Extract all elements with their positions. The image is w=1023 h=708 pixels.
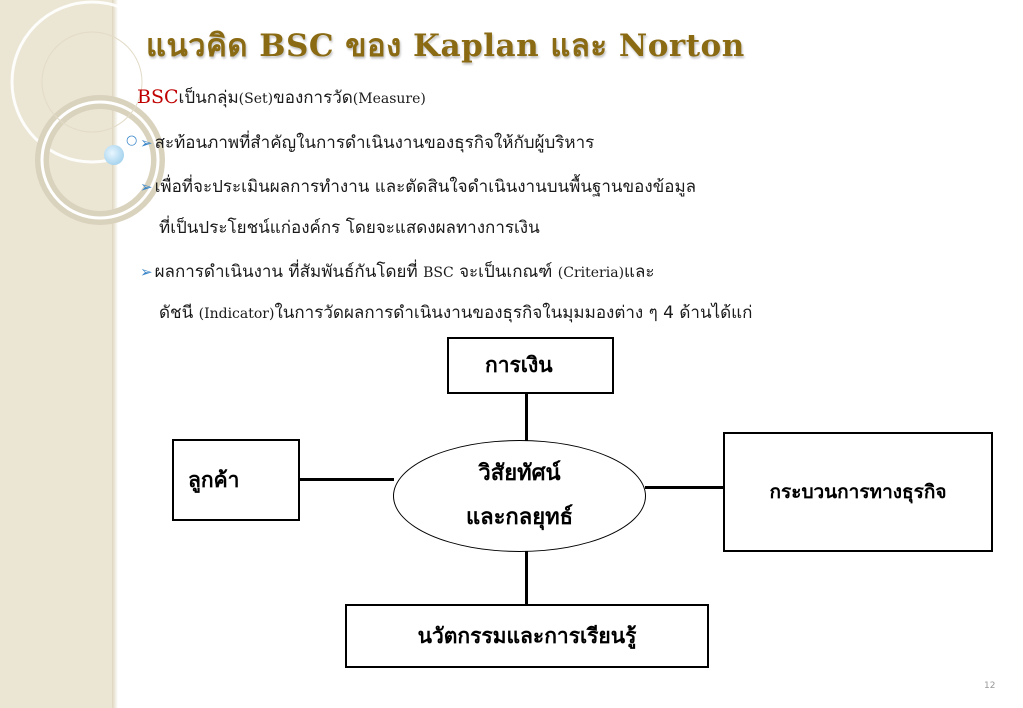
center-line-2: และกลยุทธ์ [465,505,574,530]
subtitle-set: (Set) [238,91,274,107]
subtitle-part2: ของการวัด [273,88,353,108]
center-line-1: วิสัยทัศน์ [478,461,561,486]
decorative-rings [10,0,174,225]
subtitle-part1: เป็นกลุ่ม [178,88,239,108]
blue-dot-icon [104,145,124,165]
subtitle: BSCเป็นกลุ่ม(Set)ของการวัด(Measure) [137,84,426,111]
connector-top [525,394,528,441]
bullet-2-line1: เพื่อที่จะประเมินผลการทำงาน และตัดสินใจด… [154,177,697,197]
center-vision-strategy: วิสัยทัศน์ และกลยุทธ์ [393,440,646,552]
bullet-2: ➢เพื่อที่จะประเมินผลการทำงาน และตัดสินใจ… [140,173,696,200]
box-customer-label: ลูกค้า [188,467,240,492]
subtitle-bsc: BSC [137,86,179,108]
box-process-label: กระบวนการทางธุรกิจ [769,481,947,503]
page-number: 12 [984,681,996,691]
arrow-bullet-icon: ➢ [140,134,153,152]
box-learning: นวัตกรรมและการเรียนรู้ [345,604,709,668]
slide-title: แนวคิด BSC ของ Kaplan และ Norton [146,28,745,64]
bullet-3-line2: ดัชนี (Indicator)ในการวัดผลการดำเนินงานข… [159,299,752,326]
bullet-3-bsc: BSC [423,265,454,281]
box-business-process: กระบวนการทางธุรกิจ [723,432,993,552]
bullet-3-text-b: จะเป็นเกณฑ์ [453,262,558,282]
bullet-1-text: สะท้อนภาพที่สำคัญในการดำเนินงานของธุรกิจ… [154,133,595,153]
box-learning-label: นวัตกรรมและการเรียนรู้ [417,623,637,648]
small-circle-icon: ○ [126,133,138,148]
sidebar-edge [112,0,118,708]
bullet-3-criteria: (Criteria) [557,265,625,281]
box-financial: การเงิน [447,337,614,394]
box-customer: ลูกค้า [172,439,300,521]
connector-left [299,478,394,481]
bullet-3: ➢ผลการดำเนินงาน ที่สัมพันธ์กันโดยที่ BSC… [140,258,655,285]
bullet-1: ➢สะท้อนภาพที่สำคัญในการดำเนินงานของธุรกิ… [140,129,594,156]
bullet-3-text-c: และ [624,262,655,282]
connector-bottom [525,551,528,605]
arrow-bullet-icon: ➢ [140,263,153,281]
bullet-3-line2-a: ดัชนี [159,303,199,323]
bullet-3-line2-b: ในการวัดผลการดำเนินงานของธุรกิจในมุมมองต… [274,303,753,323]
bullet-3-text-a: ผลการดำเนินงาน ที่สัมพันธ์กันโดยที่ [154,262,424,282]
bullet-3-indicator: (Indicator) [198,306,275,322]
bullet-2-line2: ที่เป็นประโยชน์แก่องค์กร โดยจะแสดงผลทางก… [159,218,540,238]
subtitle-measure: (Measure) [352,91,426,107]
arrow-bullet-icon: ➢ [140,178,153,196]
box-financial-label: การเงิน [485,353,553,377]
connector-right [645,486,724,489]
